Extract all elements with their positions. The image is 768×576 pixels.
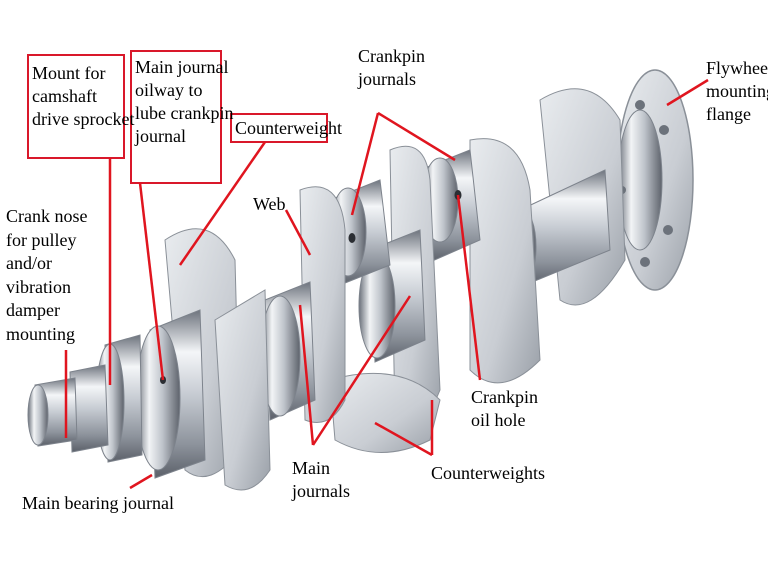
label-flywheel-flange: Flywheel mounting flange — [706, 58, 768, 124]
leader-web — [284, 209, 312, 256]
label-web: Web — [253, 194, 286, 214]
label-main-journal-oilway: Main journal oilway to lube crankpin jou… — [135, 57, 234, 146]
leader-crankpin-1 — [350, 112, 380, 216]
leader-counterweight — [178, 141, 267, 266]
crankshaft-body — [27, 69, 694, 491]
label-counterweights: Counterweights — [431, 463, 545, 483]
label-counterweight: Counterweight — [235, 118, 342, 138]
leader-lines — [64, 78, 709, 490]
mount-camshaft-box — [27, 54, 125, 159]
leader-main-journal-oilway — [138, 182, 165, 381]
label-main-bearing-journal: Main bearing journal — [22, 493, 174, 513]
label-crank-nose: Crank nose for pulley and/or vibration d… — [6, 206, 88, 344]
leader-main-bearing-journal — [129, 473, 153, 490]
main-journal-oilway-box — [130, 50, 222, 184]
label-main-journals: Main journals — [292, 458, 350, 501]
counterweight-box — [230, 113, 328, 143]
label-crankpin-journals: Crankpin journals — [358, 46, 425, 89]
leader-crankpin-2 — [377, 111, 456, 162]
label-mount-camshaft: Mount for camshaft drive sprocket — [32, 63, 135, 129]
leader-main-journals-2 — [311, 295, 412, 446]
leader-oil-hole — [456, 194, 482, 381]
label-boxes — [27, 50, 328, 184]
leader-flywheel — [666, 78, 709, 107]
leader-counterweights-1 — [374, 421, 433, 457]
leader-main-journals-1 — [298, 304, 315, 446]
label-crankpin-oil-hole: Crankpin oil hole — [471, 387, 538, 430]
